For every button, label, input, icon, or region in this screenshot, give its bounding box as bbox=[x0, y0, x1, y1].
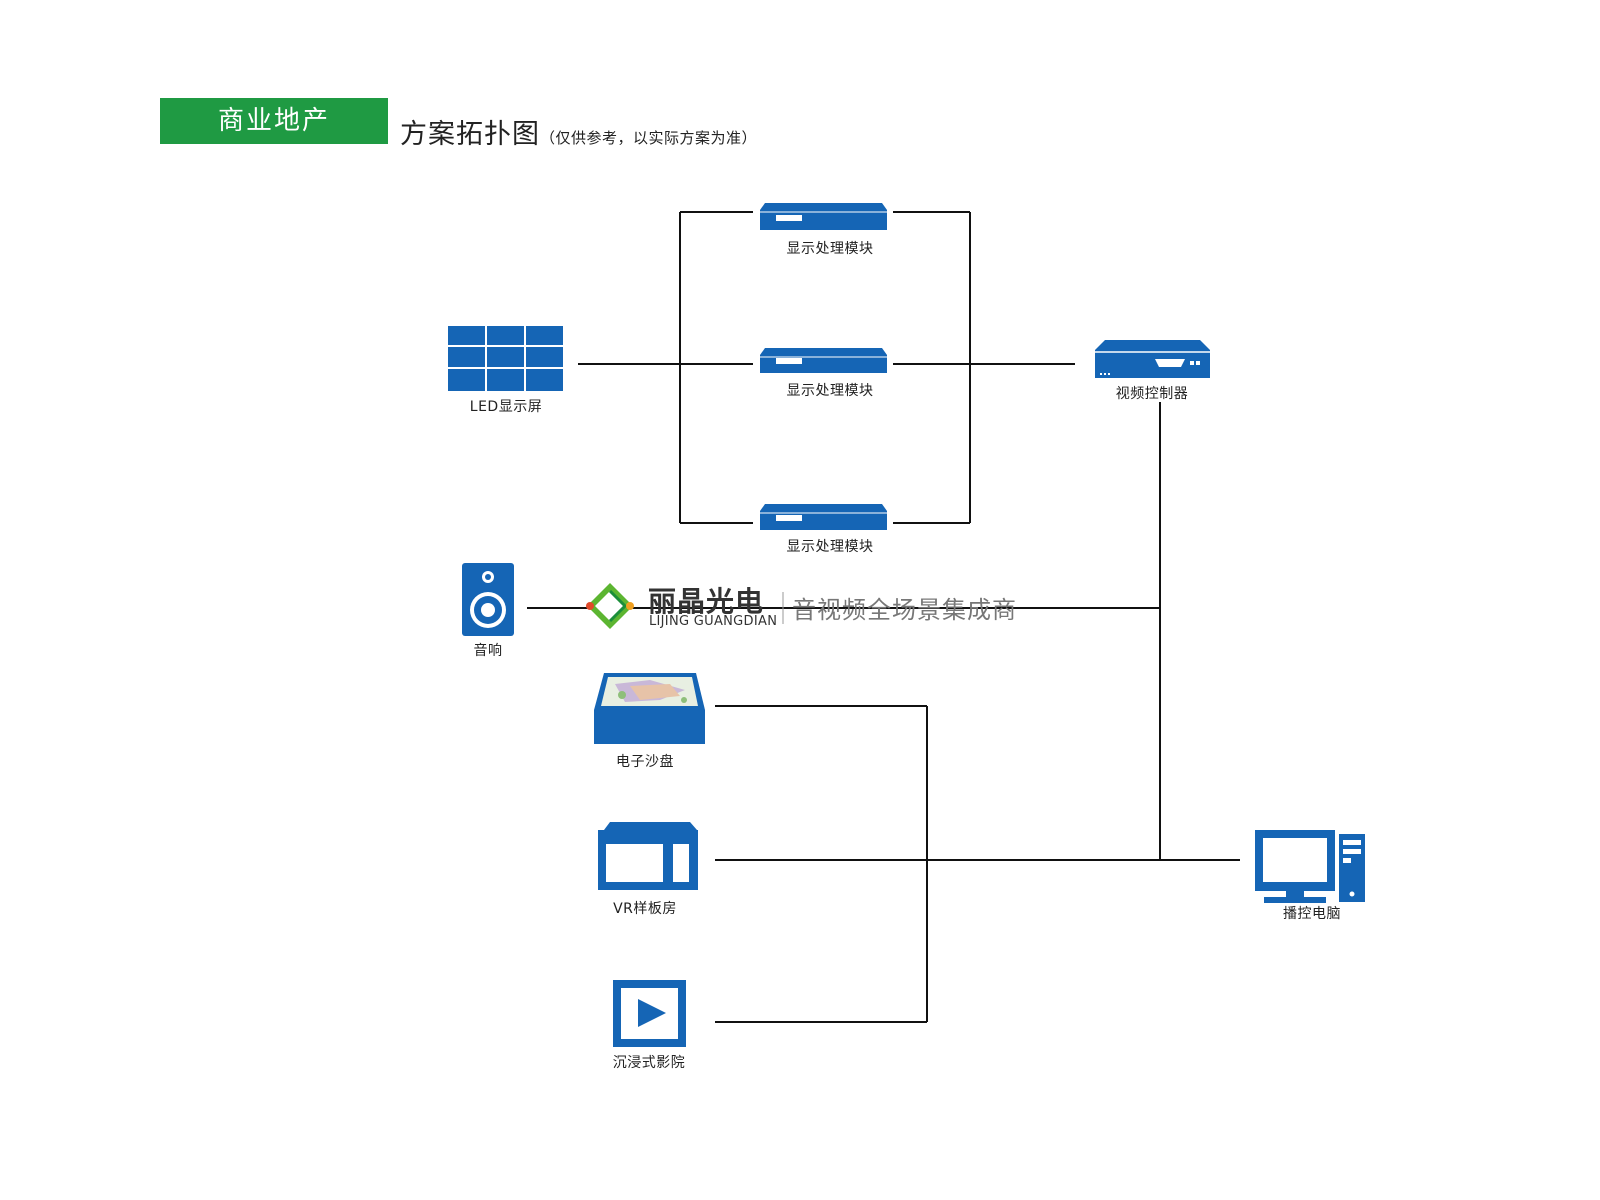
vr-room-label: VR样板房 bbox=[613, 901, 677, 917]
title-text: 方案拓扑图 bbox=[400, 119, 540, 150]
play-icon bbox=[613, 980, 686, 1047]
speaker-label: 音响 bbox=[473, 643, 503, 659]
led-wall-icon bbox=[446, 324, 565, 393]
brand-slogan: 音视频全场景集成商 bbox=[792, 596, 1017, 624]
cinema-label: 沉浸式影院 bbox=[612, 1055, 686, 1071]
sand-table-label: 电子沙盘 bbox=[616, 754, 674, 770]
title-note: （仅供参考，以实际方案为准） bbox=[540, 129, 758, 147]
vr-monitor-icon bbox=[598, 822, 698, 890]
controller-icon bbox=[1095, 340, 1210, 378]
rack-device-icon bbox=[760, 504, 887, 530]
brand-name-en: LIJING GUANGDIAN bbox=[649, 614, 778, 629]
sand-table-icon bbox=[594, 673, 705, 744]
brand-name: 丽晶光电 bbox=[648, 585, 765, 618]
module-2-label: 显示处理模块 bbox=[786, 383, 874, 399]
connection-lines bbox=[527, 211, 1240, 1023]
page-title: 方案拓扑图（仅供参考，以实际方案为准） bbox=[400, 112, 757, 151]
video-controller-label: 视频控制器 bbox=[1115, 386, 1189, 402]
module-1-label: 显示处理模块 bbox=[786, 241, 874, 257]
rack-device-icon bbox=[760, 348, 887, 373]
led-screen-label: LED显示屏 bbox=[469, 399, 543, 415]
rack-device-icon bbox=[760, 203, 887, 230]
module-3-label: 显示处理模块 bbox=[786, 539, 874, 555]
brand-logo-icon bbox=[586, 583, 634, 629]
desktop-pc-icon bbox=[1255, 830, 1365, 903]
control-pc-label: 播控电脑 bbox=[1283, 906, 1341, 922]
category-badge: 商业地产 bbox=[160, 98, 388, 144]
speaker-icon bbox=[462, 563, 514, 636]
